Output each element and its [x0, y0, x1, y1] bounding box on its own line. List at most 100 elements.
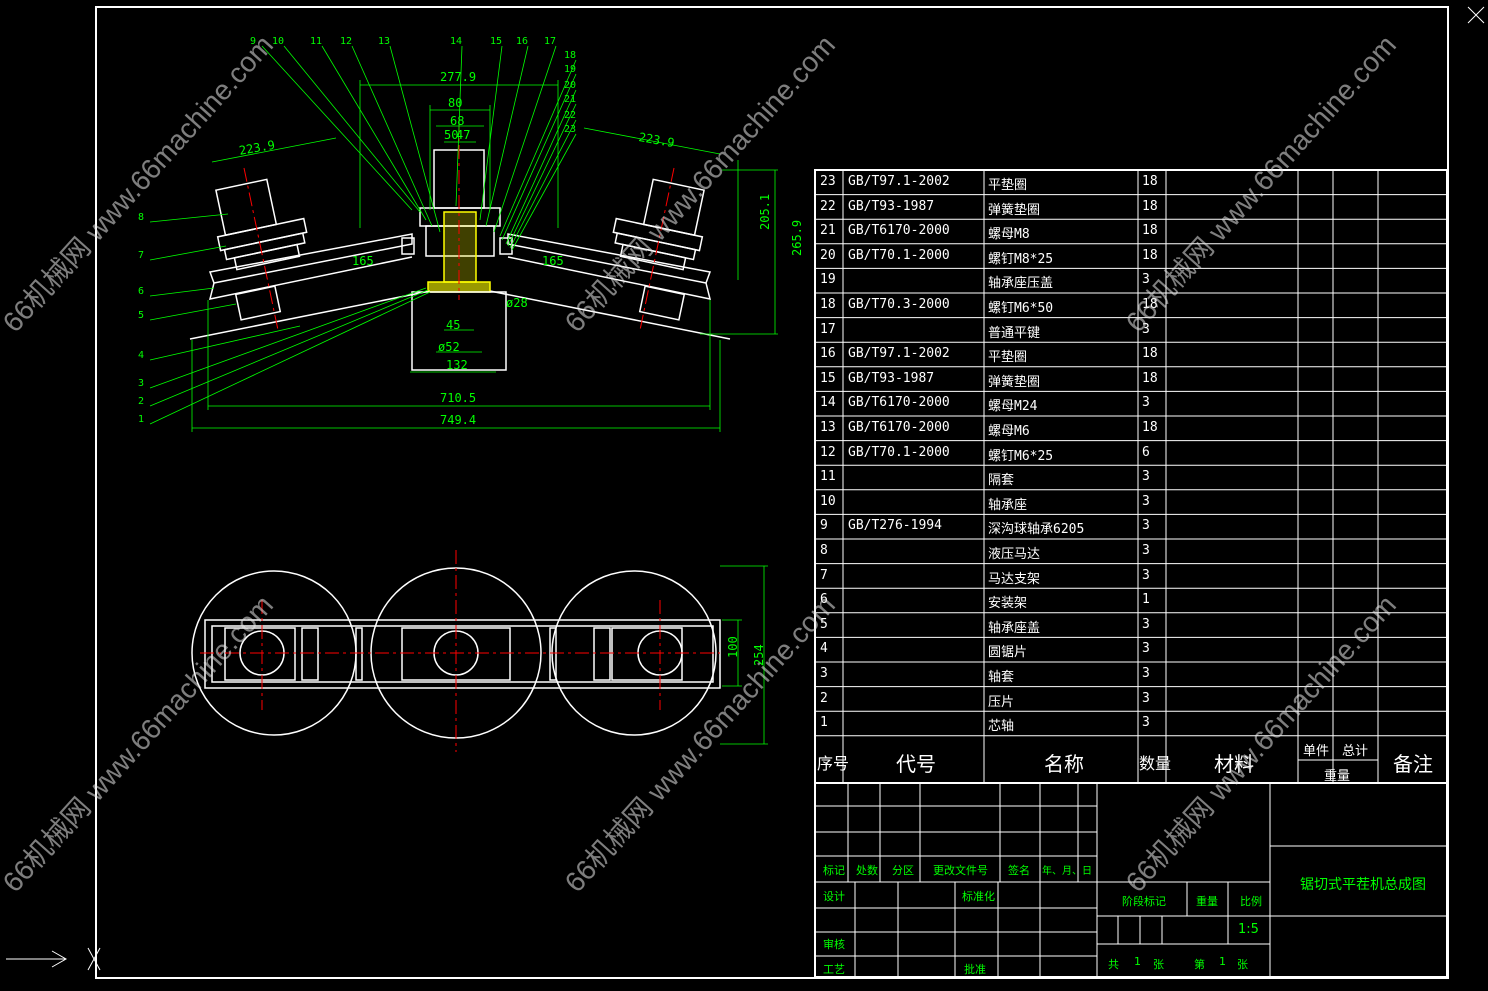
bom-cell-code: GB/T6170-2000 [848, 223, 950, 239]
tb-sheet-total: 1 [1134, 955, 1141, 968]
bom-cell-name: 螺母M24 [988, 399, 1038, 415]
right-arm-beam [507, 233, 712, 284]
bom-cell-qty: 3 [1142, 518, 1150, 534]
balloon-number: 11 [310, 36, 323, 47]
dimension-label-a165l: 165 [352, 254, 374, 268]
balloon-number: 2 [138, 396, 145, 407]
bom-cell-no: 23 [820, 174, 836, 189]
bom-cell-name: 螺钉M6*50 [988, 301, 1054, 316]
bom-cell-qty: 18 [1142, 370, 1158, 386]
right-arm-lower [507, 256, 712, 300]
dimension-label-d45: 45 [446, 318, 461, 332]
dimension-label-d254: 254 [752, 644, 766, 666]
left-saw-blade [189, 290, 431, 340]
bom-cell-qty: 3 [1142, 272, 1150, 288]
bom-cell-code: GB/T70.1-2000 [848, 444, 950, 460]
bom-header-total-w: 总计 [1342, 744, 1369, 759]
bom-cell-qty: 18 [1142, 420, 1158, 435]
bom-cell-code: GB/T93-1987 [848, 198, 935, 214]
tb-zone-label: 分区 [892, 864, 914, 877]
left-motor-bracket [224, 627, 296, 681]
dimension-label-d28: ø28 [506, 296, 528, 310]
balloon-number: 4 [138, 350, 145, 361]
right-bearing-seat [638, 285, 686, 321]
left-arm-beam [208, 233, 413, 284]
right-saw-blade [489, 290, 731, 340]
mounting-frame [204, 619, 721, 689]
tb-docno-label: 更改文件号 [933, 864, 988, 877]
bom-cell-qty: 18 [1142, 247, 1158, 263]
leader-line [507, 103, 577, 247]
bom-cell-no: 16 [820, 346, 836, 362]
bom-cell-code: GB/T97.1-2002 [848, 346, 950, 362]
balloon-number: 14 [450, 36, 463, 47]
bom-cell-qty: 18 [1142, 174, 1158, 189]
leader-line [499, 59, 577, 237]
bom-cell-qty: 3 [1142, 543, 1150, 558]
leader-line [321, 45, 427, 221]
bom-cell-name: 平垫圈 [988, 178, 1028, 193]
bom-cell-no: 21 [820, 223, 836, 239]
balloon-number: 20 [564, 80, 577, 91]
leader-line [149, 325, 301, 361]
leader-line [149, 245, 227, 261]
bom-cell-name: 芯轴 [988, 719, 1015, 735]
tb-std-label: 标准化 [962, 890, 995, 903]
bom-cell-qty: 3 [1142, 641, 1150, 657]
right-divider [549, 627, 557, 681]
tb-sheet-unit-2: 张 [1237, 958, 1248, 971]
bom-cell-code: GB/T276-1994 [848, 518, 942, 534]
bom-cell-name: 弹簧垫圈 [988, 202, 1041, 218]
tb-scale-value: 1:5 [1238, 922, 1259, 937]
bom-cell-name: 压片 [988, 694, 1015, 710]
bom-cell-code: GB/T93-1987 [848, 370, 935, 386]
dimension-label-d132: 132 [446, 358, 468, 372]
bom-cell-code: GB/T6170-2000 [848, 420, 950, 435]
bom-cell-qty: 18 [1142, 346, 1158, 362]
balloon-number: 19 [564, 64, 577, 75]
bom-cell-name: 普通平键 [988, 325, 1041, 341]
top-center-lines [200, 550, 720, 752]
dimension-label-d205: 205.1 [758, 193, 772, 230]
bom-cell-name: 螺母M8 [988, 227, 1030, 243]
dimension-label-a165r: 165 [542, 254, 564, 268]
bom-header-remark: 备注 [1393, 752, 1433, 776]
tb-scale-label: 比例 [1240, 895, 1262, 908]
bom-cell-name: 圆锯片 [988, 645, 1028, 661]
bom-cell-code: GB/T70.3-2000 [848, 297, 950, 312]
tb-date-label: 年、月、日 [1042, 866, 1092, 877]
dimension-label-d80: 80 [448, 96, 463, 110]
bom-cell-no: 2 [820, 690, 828, 706]
bom-cell-no: 4 [820, 641, 828, 657]
left-bar [301, 627, 319, 681]
left-bearing-seat [234, 285, 282, 321]
bom-cell-no: 12 [820, 444, 836, 460]
leader-line [509, 119, 577, 249]
bom-cell-no: 22 [820, 198, 836, 214]
bom-cell-code: GB/T70.1-2000 [848, 247, 950, 263]
bom-cell-qty: 3 [1142, 690, 1150, 706]
bom-header-no: 序号 [817, 754, 850, 773]
resize-mark-icon [1467, 6, 1485, 24]
title-block-grid [814, 782, 1448, 978]
bom-cell-name: 螺钉M8*25 [988, 251, 1054, 267]
bom-header-mat: 材料 [1214, 752, 1254, 776]
bom-cell-name: 深沟球轴承6205 [988, 522, 1085, 538]
tb-weight-label: 重量 [1196, 895, 1218, 908]
left-divider [355, 627, 363, 681]
front-center-lines [243, 120, 675, 331]
bom-cell-qty: 3 [1142, 715, 1150, 731]
bom-header-unit-w: 单件 [1303, 744, 1330, 759]
dimension-label-d68: 68 [450, 114, 465, 128]
bom-cell-name: 螺钉M6*25 [988, 448, 1054, 464]
leader-line [351, 45, 433, 227]
tb-check-label: 审核 [823, 938, 845, 951]
bom-header-code: 代号 [896, 752, 936, 776]
bom-cell-qty: 18 [1142, 297, 1158, 312]
leader-line [283, 45, 421, 213]
bom-cell-qty: 3 [1142, 395, 1150, 411]
bom-cell-name: 螺母M6 [988, 424, 1030, 439]
bom-cell-name: 隔套 [988, 473, 1015, 489]
balloon-number: 13 [378, 36, 391, 47]
leader-line [505, 89, 577, 245]
